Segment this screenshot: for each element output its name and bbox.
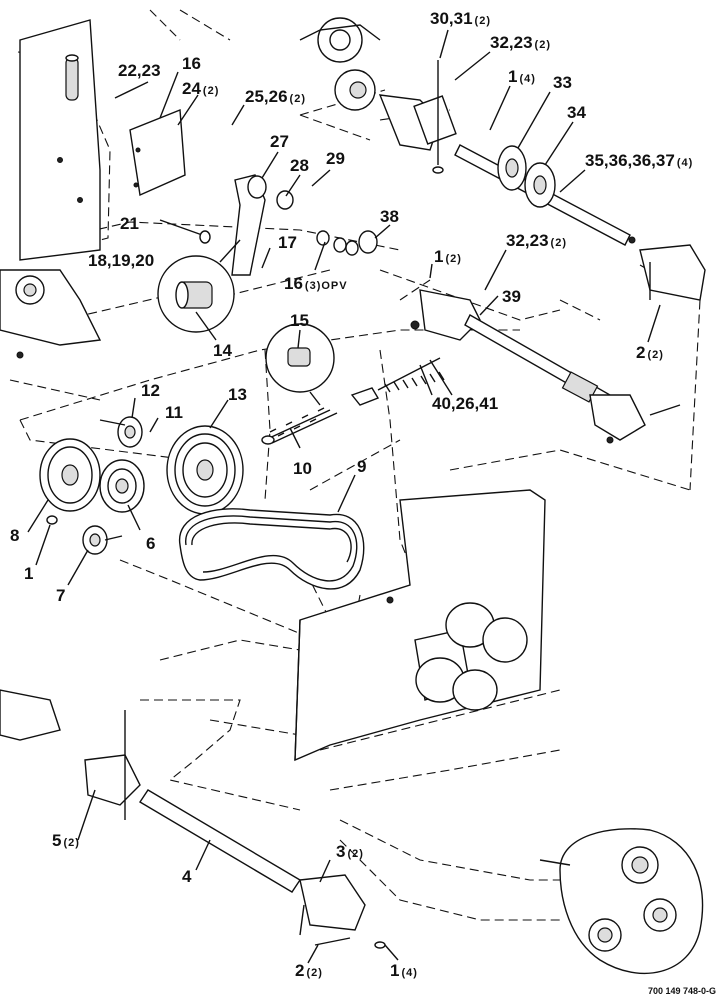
callout-13: 13 xyxy=(228,385,247,404)
sheaves xyxy=(39,416,244,555)
callout-4: 4 xyxy=(182,867,192,886)
callout-1-left: 1 xyxy=(24,564,34,583)
callout-3: 3(2) xyxy=(336,842,364,861)
callout-21: 21 xyxy=(120,214,139,233)
callout-27: 27 xyxy=(270,132,289,151)
callout-6: 6 xyxy=(146,534,156,553)
callout-12: 12 xyxy=(141,381,160,400)
callout-17: 17 xyxy=(278,233,297,252)
spring-inset xyxy=(261,323,445,445)
callout-1-bot: 1(4) xyxy=(390,961,418,980)
callout-32-23-mid: 32,23(2) xyxy=(506,231,567,250)
callout-10: 10 xyxy=(293,459,312,478)
bushing-inset xyxy=(157,239,241,333)
callout-16-mid: 16(3)OPV xyxy=(284,274,348,293)
callout-14: 14 xyxy=(213,341,232,360)
idler-arm xyxy=(159,174,378,276)
drawing-number: 700 149 748-0-G xyxy=(647,986,716,996)
callout-5: 5(2) xyxy=(52,831,80,850)
callout-15: 15 xyxy=(290,311,309,330)
callout-18-20: 18,19,20 xyxy=(88,251,155,270)
leader-lines xyxy=(27,29,661,964)
callout-40-26-41: 40,26,41 xyxy=(432,394,499,413)
top-sprocket xyxy=(299,17,381,111)
callout-32-23-top: 32,23(2) xyxy=(490,33,551,52)
callout-11: 11 xyxy=(165,403,183,422)
callout-1-top: 1(4) xyxy=(508,67,536,86)
callout-39: 39 xyxy=(502,287,521,306)
callout-9: 9 xyxy=(357,457,367,476)
callout-38: 38 xyxy=(380,207,399,226)
callout-34: 34 xyxy=(567,103,586,122)
v-belt xyxy=(179,508,365,590)
upper-drive-shaft xyxy=(378,60,706,301)
callout-2-bot: 2(2) xyxy=(295,961,323,980)
callout-28: 28 xyxy=(290,156,309,175)
callout-30-31: 30,31(2) xyxy=(430,9,491,28)
callout-29: 29 xyxy=(326,149,345,168)
callout-16-top: 16 xyxy=(182,54,201,73)
side-frame xyxy=(294,489,546,762)
middle-drive-shaft xyxy=(410,289,681,444)
callout-22-23: 22,23 xyxy=(118,61,161,80)
callout-1-mid: 1(2) xyxy=(434,247,462,266)
callout-33: 33 xyxy=(553,73,572,92)
callout-25-26: 25,26(2) xyxy=(245,87,306,106)
lower-gearbox xyxy=(539,828,704,975)
callout-35-37: 35,36,36,37(4) xyxy=(585,151,694,170)
lower-drive-shaft xyxy=(0,689,386,949)
left-gearbox xyxy=(0,269,102,359)
callout-7: 7 xyxy=(56,586,66,605)
callout-24: 24(2) xyxy=(182,79,220,98)
assembly-lines xyxy=(9,9,701,921)
callout-8: 8 xyxy=(10,526,20,545)
callout-2-mid: 2(2) xyxy=(636,343,664,362)
mounting-bracket xyxy=(19,19,186,261)
